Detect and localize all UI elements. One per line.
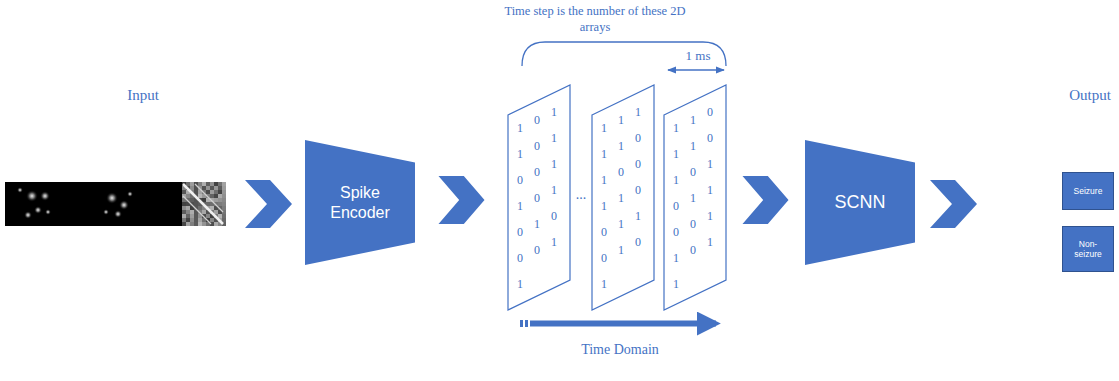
spike-bit: 0	[690, 243, 696, 257]
spike-bit: 0	[551, 209, 557, 223]
spike-bit: 0	[707, 131, 713, 145]
flow-chevron	[930, 180, 977, 228]
spike-bit: 1	[601, 121, 607, 135]
spike-bit: 1	[690, 113, 696, 127]
spike-bit: 0	[635, 131, 641, 145]
spike-array: 1101101010110011011	[664, 85, 726, 310]
spike-bit: 1	[551, 131, 557, 145]
node-shape	[1063, 173, 1114, 210]
section-label: Output	[1050, 86, 1119, 106]
spike-bit: 1	[618, 113, 624, 127]
note-text: Time step is the number of these 2D arra…	[495, 3, 695, 36]
spike-bit: 0	[534, 243, 540, 257]
spike-bit: 1	[635, 209, 641, 223]
spike-bit: 0	[635, 183, 641, 197]
spike-bit: 0	[690, 217, 696, 231]
spike-bit: 0	[534, 191, 540, 205]
spike-bit: 1	[707, 157, 713, 171]
time-domain-arrow	[520, 320, 716, 327]
node-shape	[805, 140, 915, 265]
spike-bit: 1	[517, 277, 523, 291]
spike-bit: 1	[551, 183, 557, 197]
spike-bit: 1	[690, 139, 696, 153]
spike-bit: 1	[673, 173, 679, 187]
encoder-block: Spike Encoder	[305, 140, 415, 265]
spike-bit: 1	[707, 209, 713, 223]
class-label: Seizure	[1070, 186, 1107, 196]
spike-bit: 1	[517, 147, 523, 161]
spike-bit: 0	[534, 113, 540, 127]
output-class-box: Non-seizure	[1062, 226, 1114, 272]
flow-chevron	[245, 180, 292, 228]
block-title: Spike Encoder	[313, 183, 407, 221]
node-shape	[305, 140, 415, 265]
spike-bit: 0	[673, 225, 679, 239]
input-image	[5, 182, 226, 226]
ellipsis: ...	[568, 186, 594, 204]
axis-label: Time Domain	[560, 341, 680, 359]
spike-bit: 1	[601, 199, 607, 213]
spike-bit: 1	[517, 199, 523, 213]
spike-bit: 1	[673, 251, 679, 265]
spike-bit: 1	[690, 191, 696, 205]
dimension-label: 1 ms	[670, 48, 726, 65]
spike-bit: 1	[601, 147, 607, 161]
spike-bit: 1	[618, 139, 624, 153]
spike-bit: 1	[534, 217, 540, 231]
flow-chevron	[439, 176, 485, 224]
spike-bit: 0	[601, 225, 607, 239]
node-shape	[1063, 227, 1114, 272]
output-class-box: Seizure	[1062, 172, 1114, 210]
spike-bit: 1	[618, 191, 624, 205]
spike-bit: 0	[673, 199, 679, 213]
spike-bit: 0	[618, 165, 624, 179]
spike-bit: 0	[517, 173, 523, 187]
node-outline	[305, 140, 415, 265]
spike-bit: 1	[673, 147, 679, 161]
spike-bit: 1	[707, 235, 713, 249]
spike-bit: 1	[635, 105, 641, 119]
spike-array: 1111101001100110101	[592, 85, 654, 310]
node-shape	[592, 85, 654, 310]
spike-bit: 0	[534, 139, 540, 153]
spike-bit: 1	[551, 105, 557, 119]
spike-bit: 0	[690, 165, 696, 179]
network-block: SCNN	[805, 140, 915, 265]
spike-bit: 1	[673, 277, 679, 291]
flow-chevron	[743, 176, 789, 224]
spike-bit: 1	[618, 217, 624, 231]
node-shape	[508, 85, 570, 310]
spike-bit: 1	[601, 173, 607, 187]
spike-bit: 1	[618, 243, 624, 257]
spike-bit: 1	[707, 183, 713, 197]
ms-arrow	[668, 69, 724, 71]
spike-bit: 1	[601, 277, 607, 291]
section-label: Input	[103, 86, 183, 106]
spike-bit: 1	[673, 121, 679, 135]
spike-bit: 0	[517, 251, 523, 265]
spike-bit: 0	[635, 157, 641, 171]
spike-bit: 0	[517, 225, 523, 239]
spike-bit: 1	[517, 121, 523, 135]
spike-bit: 1	[551, 157, 557, 171]
spike-bit: 1	[551, 235, 557, 249]
block-title: SCNN	[830, 192, 889, 214]
class-label: Non-seizure	[1063, 239, 1113, 259]
spike-bit: 0	[601, 251, 607, 265]
spike-bit: 0	[707, 105, 713, 119]
spike-array: 1011010011010100011	[508, 85, 570, 310]
spike-bit: 0	[534, 165, 540, 179]
spike-bit: 0	[635, 235, 641, 249]
time-step-bracket	[522, 42, 726, 66]
node-shape	[664, 85, 726, 310]
